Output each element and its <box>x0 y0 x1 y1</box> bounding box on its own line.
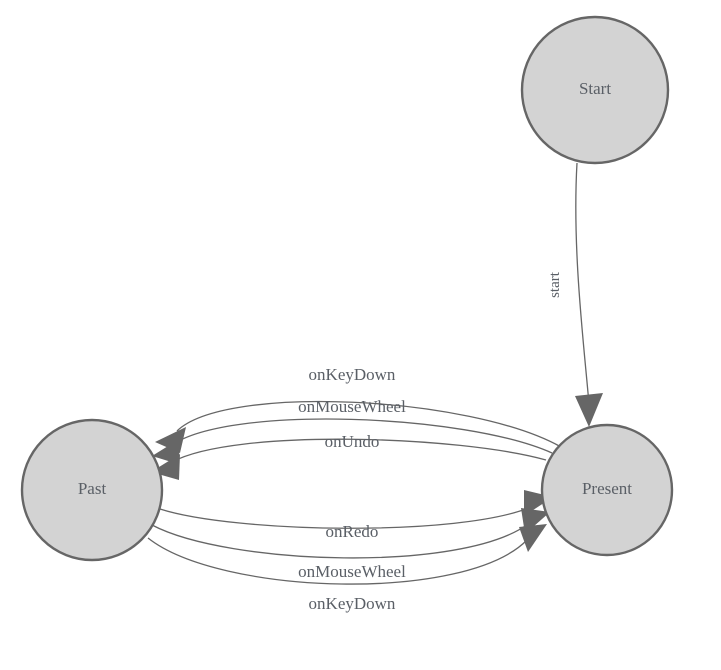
node-past-label: Past <box>78 479 107 498</box>
edge-path-undo-3 <box>171 438 547 463</box>
edge-path-redo-1 <box>159 506 532 529</box>
edge-present-to-past-onmousewheel[interactable]: onMouseWheel <box>152 397 553 464</box>
arrowhead-undo-2 <box>152 438 181 464</box>
node-start[interactable]: Start <box>520 15 670 165</box>
edge-path-redo-2 <box>151 523 529 559</box>
edge-path-start <box>575 162 590 405</box>
edge-path-redo-3 <box>147 537 528 585</box>
edge-path-undo-1 <box>176 400 562 448</box>
edge-start-to-present[interactable]: start <box>547 162 603 427</box>
edge-label-start: start <box>547 271 563 298</box>
edge-label-redo-3: onKeyDown <box>309 594 396 613</box>
edge-present-to-past-onundo[interactable]: onUndo <box>151 432 547 480</box>
node-start-label: Start <box>579 79 611 98</box>
edge-label-undo-2: onMouseWheel <box>298 397 406 416</box>
edge-label-redo-1: onRedo <box>326 522 379 541</box>
arrowhead-start-to-present <box>575 393 603 427</box>
node-past[interactable]: Past <box>20 418 164 562</box>
arrowhead-redo-3 <box>519 524 547 552</box>
node-past-circle[interactable] <box>20 418 164 562</box>
edge-past-to-present-onkeydown[interactable]: onKeyDown <box>147 524 547 613</box>
edge-label-redo-2: onMouseWheel <box>298 562 406 581</box>
edge-layer: start onKeyDown onMouseWheel onUndo onRe… <box>147 162 603 613</box>
edge-past-to-present-onredo[interactable]: onRedo <box>159 490 553 541</box>
node-present-circle[interactable] <box>540 423 674 557</box>
node-start-circle[interactable] <box>520 15 670 165</box>
edge-label-undo-1: onKeyDown <box>309 365 396 384</box>
edge-past-to-present-onmousewheel[interactable]: onMouseWheel <box>151 508 550 581</box>
node-present[interactable]: Present <box>540 423 674 557</box>
node-present-label: Present <box>582 479 632 498</box>
edge-label-undo-3: onUndo <box>325 432 380 451</box>
node-layer: Start Past Present <box>20 15 674 562</box>
edge-path-undo-2 <box>171 418 553 454</box>
